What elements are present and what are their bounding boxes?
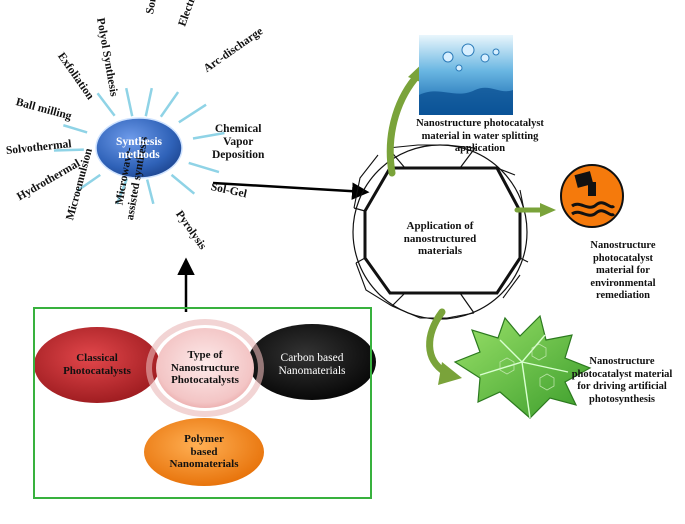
synthesis-ray [144, 87, 154, 117]
synthesis-ray [115, 178, 129, 205]
polymer-nanomaterials-node [144, 418, 264, 486]
green-arrow-right [514, 203, 556, 217]
leaf-icon [453, 314, 592, 419]
synthesis-hub [95, 117, 183, 179]
synthesis-ray [76, 173, 101, 192]
types-box [33, 307, 372, 499]
synthesis-ray [170, 173, 196, 195]
carbon-nanomaterials-node [248, 324, 376, 400]
synthesis-ray [192, 131, 225, 140]
synthesis-ray [96, 92, 116, 117]
synthesis-ray [53, 148, 84, 152]
green-arrow-down [426, 308, 462, 385]
type-center-node [156, 328, 254, 408]
synthesis-ray [159, 91, 180, 118]
synthesis-ray [124, 87, 134, 117]
water-splash-icon [419, 35, 513, 115]
synthesis-ray [188, 161, 220, 174]
synthesis-ray [62, 124, 88, 134]
classical-photocatalysts-node [34, 327, 160, 403]
synthesis-ray [145, 179, 155, 205]
synthesis-rays [53, 87, 225, 205]
pollution-factory-icon [560, 164, 624, 228]
synthesis-ray [178, 103, 207, 124]
arrow-to-application [212, 181, 370, 200]
